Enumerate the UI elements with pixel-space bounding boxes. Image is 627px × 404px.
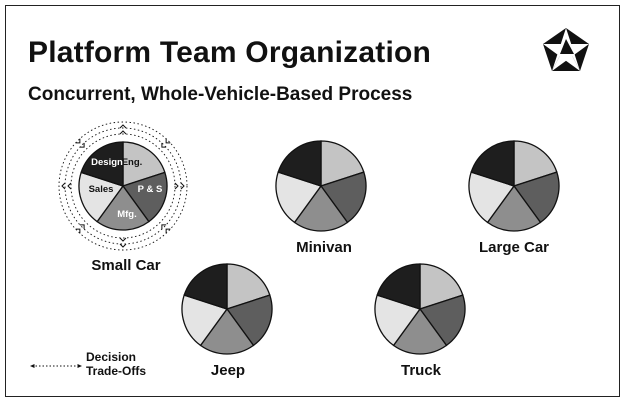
pie-segment-design [277,140,322,187]
legend: Decision Trade-Offs [30,350,146,378]
pie-segment-ps [225,294,273,347]
legend-label-line2: Trade-Offs [86,364,146,378]
pie-segment-eng [122,141,166,187]
tradeoff-arrowhead [67,182,72,190]
segment-label-eng: Eng. [122,157,143,168]
platform-label-large-car: Large Car [479,239,549,256]
pentastar-logo [543,28,589,71]
tradeoff-arrowhead [180,182,185,190]
small-car-pie [78,141,168,231]
pie-segment-sales [468,171,516,224]
pie-segment-sales [78,171,125,223]
tradeoff-arrowhead [174,182,179,190]
tradeoff-arrowhead [79,142,85,148]
tradeoff-arrowhead [79,224,85,230]
pie-segment-design [376,263,421,310]
platform-label-jeep: Jeep [211,362,245,379]
slide-title: Platform Team Organization [28,36,432,69]
truck-pie [374,263,466,355]
small-car-group: Eng. P & S Mfg. Sales Design Small Car [58,121,188,274]
pie-segment-mfg [486,184,542,232]
tradeoff-arrowhead [61,182,66,190]
truck-group: Truck [374,263,466,379]
pie-segment-ps [418,294,466,347]
pie-segment-sales [275,171,323,224]
pie-segment-eng [320,140,365,187]
tradeoff-arrowhead [165,228,171,234]
pie-segment-eng [513,140,558,187]
tradeoff-arrowhead [161,142,167,148]
minivan-pie [275,140,367,232]
tradeoff-arrowhead [75,228,81,234]
slide-subtitle: Concurrent, Whole-Vehicle-Based Process [28,84,413,105]
tradeoff-arrowhead [161,224,167,230]
segment-label-sales: Sales [89,184,114,195]
tradeoff-arrowhead [165,138,171,144]
pie-segment-design [470,140,515,187]
large-car-group: Large Car [468,140,560,256]
minivan-group: Minivan [275,140,367,256]
platform-label-small-car: Small Car [91,257,160,274]
tradeoff-arrowhead [119,124,127,129]
pie-segment-mfg [293,184,349,232]
tradeoff-arrowhead [75,138,81,144]
pie-segment-mfg [199,307,255,355]
tradeoff-arrowhead [119,130,127,135]
pie-segment-mfg [392,307,448,355]
pie-segment-mfg [96,184,150,231]
platform-label-truck: Truck [401,362,442,379]
jeep-group: Jeep [181,263,273,379]
large-car-pie [468,140,560,232]
pie-segment-design [80,141,124,187]
pie-segment-eng [226,263,271,310]
platform-label-minivan: Minivan [296,239,352,256]
pie-segment-design [183,263,228,310]
pie-segment-ps [319,171,367,224]
jeep-pie [181,263,273,355]
legend-label-line1: Decision [86,350,136,364]
tradeoff-arrowhead [119,243,127,248]
small-car-tradeoff-rings [58,121,188,251]
pie-segment-sales [181,294,229,347]
tradeoff-arrowhead [119,237,127,242]
pie-segment-eng [419,263,464,310]
pie-segment-ps [512,171,560,224]
pie-segment-ps [121,171,168,223]
segment-label-ps: P & S [138,184,163,195]
segment-label-mfg: Mfg. [117,209,137,220]
segment-label-design: Design [91,157,123,168]
pie-segment-sales [374,294,422,347]
